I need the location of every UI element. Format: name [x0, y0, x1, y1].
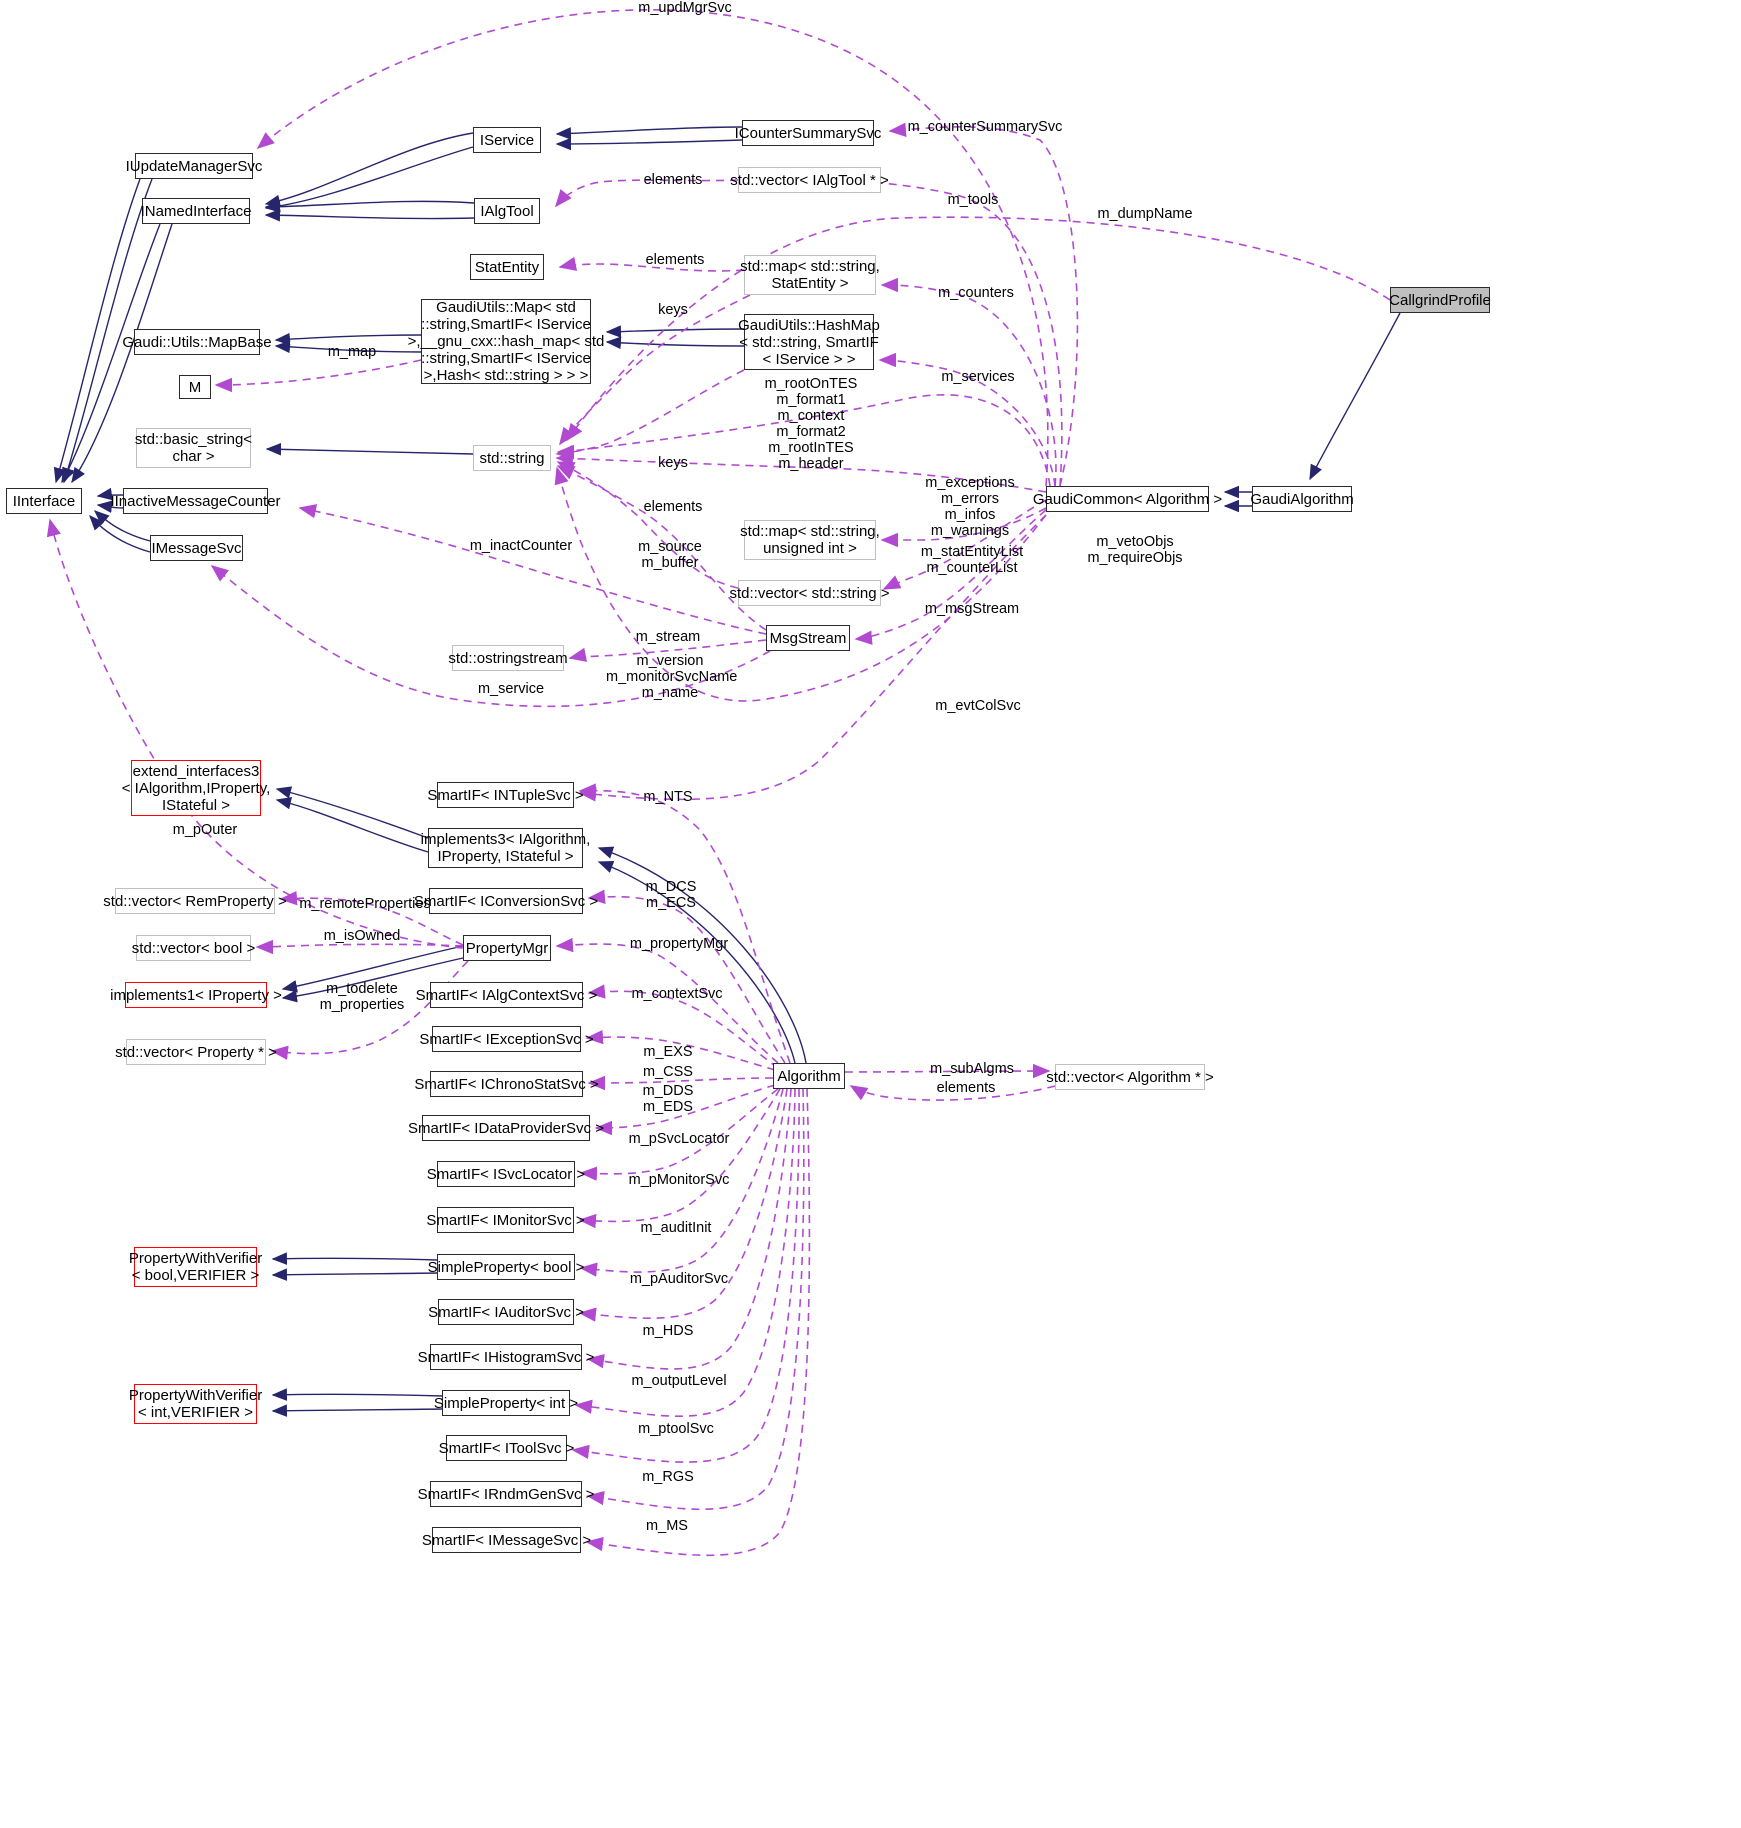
inheritance-edges	[53, 126, 1401, 1417]
edge-label-m_pOuter: m_pOuter	[172, 822, 238, 838]
class-node-vector_string[interactable]: std::vector< std::string >	[729, 580, 890, 606]
class-node-SmartIF_IMessageSvc[interactable]: SmartIF< IMessageSvc >	[422, 1527, 591, 1553]
class-node-vector_IAlgTool[interactable]: std::vector< IAlgTool * >	[730, 167, 889, 193]
edge-label-elements_tools: elements	[643, 172, 703, 188]
class-node-GaudiUtils_HashMap[interactable]: GaudiUtils::HashMap < std::string, Smart…	[738, 314, 880, 370]
class-node-basic_string[interactable]: std::basic_string< char >	[135, 428, 252, 468]
class-node-map_string_uint[interactable]: std::map< std::string, unsigned int >	[740, 520, 880, 560]
edge-label-m_version_fields: m_version m_monitorSvcName m_name	[606, 653, 738, 701]
class-node-PropertyWithVerifier_int[interactable]: PropertyWithVerifier < int,VERIFIER >	[129, 1384, 262, 1424]
class-node-vector_RemProperty[interactable]: std::vector< RemProperty >	[103, 888, 287, 914]
class-node-SmartIF_IHistogramSvc[interactable]: SmartIF< IHistogramSvc >	[418, 1344, 594, 1370]
edge-label-m_pSvcLocator: m_pSvcLocator	[628, 1131, 730, 1147]
edge-label-hashmap_fields: m_rootOnTES m_format1 m_context m_format…	[764, 376, 858, 472]
edge-label-m_DDS_EDS: m_DDS m_EDS	[642, 1083, 694, 1115]
edge-label-m_todelete: m_todelete m_properties	[319, 981, 405, 1013]
class-node-vector_Algorithm_ptr[interactable]: std::vector< Algorithm * >	[1046, 1064, 1214, 1090]
class-node-implements1_IProperty[interactable]: implements1< IProperty >	[110, 982, 282, 1008]
class-node-SmartIF_IMonitorSvc[interactable]: SmartIF< IMonitorSvc >	[426, 1207, 585, 1233]
edge-label-m_pAuditorSvc: m_pAuditorSvc	[629, 1271, 729, 1287]
edge-label-m_EXS: m_EXS	[643, 1044, 693, 1060]
class-node-INamedInterface[interactable]: INamedInterface	[141, 198, 251, 224]
edge-label-m_inactCounter: m_inactCounter	[469, 538, 573, 554]
edge-label-m_ptoolSvc: m_ptoolSvc	[638, 1421, 714, 1437]
class-node-Gaudi_Utils_MapBase[interactable]: Gaudi::Utils::MapBase	[122, 329, 272, 355]
edge-label-m_RGS: m_RGS	[642, 1469, 694, 1485]
class-node-SmartIF_IRndmGenSvc[interactable]: SmartIF< IRndmGenSvc >	[418, 1481, 594, 1507]
class-node-ostringstream[interactable]: std::ostringstream	[448, 645, 568, 671]
class-node-SimpleProperty_int[interactable]: SimpleProperty< int >	[434, 1390, 578, 1416]
edge-label-m_subAlgms: m_subAlgms	[930, 1061, 1014, 1077]
edge-label-elements_subalgs: elements	[936, 1080, 996, 1096]
class-node-IInactiveMessageCounter[interactable]: IInactiveMessageCounter	[110, 488, 281, 514]
edge-label-m_map: m_map	[327, 344, 377, 360]
edge-label-m_service: m_service	[477, 681, 545, 697]
class-node-std_string[interactable]: std::string	[473, 445, 551, 471]
edge-label-m_services: m_services	[941, 369, 1015, 385]
edge-label-m_auditInit: m_auditInit	[640, 1220, 712, 1236]
edge-label-m_DCS_ECS: m_DCS m_ECS	[645, 879, 697, 911]
edge-label-m_updMgrSvc: m_updMgrSvc	[638, 0, 732, 16]
class-node-GaudiCommon_Algorithm[interactable]: GaudiCommon< Algorithm >	[1033, 486, 1222, 512]
edge-label-m_stream: m_stream	[635, 629, 701, 645]
class-node-vector_bool[interactable]: std::vector< bool >	[132, 935, 255, 961]
class-node-SmartIF_ISvcLocator[interactable]: SmartIF< ISvcLocator >	[427, 1161, 585, 1187]
class-node-IAlgTool[interactable]: IAlgTool	[474, 198, 540, 224]
class-node-SmartIF_IAuditorSvc[interactable]: SmartIF< IAuditorSvc >	[428, 1299, 584, 1325]
edge-label-m_outputLevel: m_outputLevel	[631, 1373, 727, 1389]
class-node-SmartIF_IDataProviderSvc[interactable]: SmartIF< IDataProviderSvc >	[408, 1115, 604, 1141]
edge-label-keys_hashmap: keys	[658, 455, 688, 471]
class-node-SmartIF_IExceptionSvc[interactable]: SmartIF< IExceptionSvc >	[419, 1026, 594, 1052]
class-node-vector_Property_ptr[interactable]: std::vector< Property * >	[115, 1039, 277, 1065]
class-node-PropertyMgr[interactable]: PropertyMgr	[463, 935, 551, 961]
class-node-IUpdateManagerSvc[interactable]: IUpdateManagerSvc	[126, 153, 262, 179]
edge-label-m_pMonitorSvc: m_pMonitorSvc	[628, 1172, 730, 1188]
edge-label-m_NTS: m_NTS	[643, 789, 693, 805]
class-node-ICounterSummarySvc[interactable]: ICounterSummarySvc	[735, 120, 881, 146]
class-node-IMessageSvc[interactable]: IMessageSvc	[150, 535, 243, 561]
class-node-SmartIF_IToolSvc[interactable]: SmartIF< IToolSvc >	[439, 1435, 574, 1461]
edge-label-m_dumpName: m_dumpName	[1097, 206, 1193, 222]
edge-label-m_contextSvc: m_contextSvc	[631, 986, 723, 1002]
class-node-implements3[interactable]: implements3< IAlgorithm, IProperty, ISta…	[421, 828, 590, 868]
class-node-GaudiUtils_Map[interactable]: GaudiUtils::Map< std ::string,SmartIF< I…	[407, 299, 605, 384]
edge-label-m_counters: m_counters	[938, 285, 1014, 301]
edge-label-m_MS: m_MS	[646, 1518, 688, 1534]
edge-label-m_CSS: m_CSS	[643, 1064, 693, 1080]
edge-label-m_counterSummarySvc: m_counterSummarySvc	[907, 119, 1063, 135]
class-node-GaudiAlgorithm[interactable]: GaudiAlgorithm	[1250, 486, 1354, 512]
edge-label-m_source_buffer: m_source m_buffer	[638, 539, 702, 571]
class-node-SmartIF_IConversionSvc[interactable]: SmartIF< IConversionSvc >	[414, 888, 598, 914]
edge-label-elements_counters: elements	[645, 252, 705, 268]
edge-label-elements_string: elements	[643, 499, 703, 515]
class-node-IInterface[interactable]: IInterface	[6, 488, 82, 514]
class-node-MsgStream[interactable]: MsgStream	[766, 625, 850, 651]
edge-label-m_tools: m_tools	[947, 192, 999, 208]
class-node-CallgrindProfile[interactable]: CallgrindProfile	[1389, 287, 1491, 313]
class-node-SmartIF_IChronoStatSvc[interactable]: SmartIF< IChronoStatSvc >	[414, 1071, 599, 1097]
edge-label-keys_map: keys	[658, 302, 688, 318]
class-node-SmartIF_IAlgContextSvc[interactable]: SmartIF< IAlgContextSvc >	[416, 982, 597, 1008]
class-node-StatEntity[interactable]: StatEntity	[470, 254, 544, 280]
class-node-M[interactable]: M	[179, 375, 211, 399]
edge-label-m_vetoObjs: m_vetoObjs m_requireObjs	[1087, 534, 1183, 566]
class-node-map_string_StatEntity[interactable]: std::map< std::string, StatEntity >	[740, 255, 880, 295]
edge-label-m_evtColSvc: m_evtColSvc	[935, 698, 1021, 714]
class-node-extend_interfaces3[interactable]: extend_interfaces3 < IAlgorithm,IPropert…	[122, 760, 270, 816]
class-node-Algorithm[interactable]: Algorithm	[773, 1063, 845, 1089]
edge-label-m_statEntityList: m_statEntityList m_counterList	[920, 544, 1024, 576]
edge-label-m_propertyMgr: m_propertyMgr	[629, 936, 729, 952]
edge-label-m_HDS: m_HDS	[642, 1323, 694, 1339]
edge-label-m_remoteProperties: m_remoteProperties	[299, 896, 431, 912]
class-node-IService[interactable]: IService	[473, 127, 541, 153]
edge-label-m_isOwned: m_isOwned	[323, 928, 401, 944]
class-node-PropertyWithVerifier_bool[interactable]: PropertyWithVerifier < bool,VERIFIER >	[129, 1247, 262, 1287]
edge-label-m_msgStream: m_msgStream	[924, 601, 1020, 617]
edge-label-gaudicommon_fields1: m_exceptions m_errors m_infos m_warnings	[925, 475, 1015, 539]
class-node-SimpleProperty_bool[interactable]: SimpleProperty< bool >	[428, 1254, 584, 1280]
class-node-SmartIF_INTupleSvc[interactable]: SmartIF< INTupleSvc >	[427, 782, 584, 808]
